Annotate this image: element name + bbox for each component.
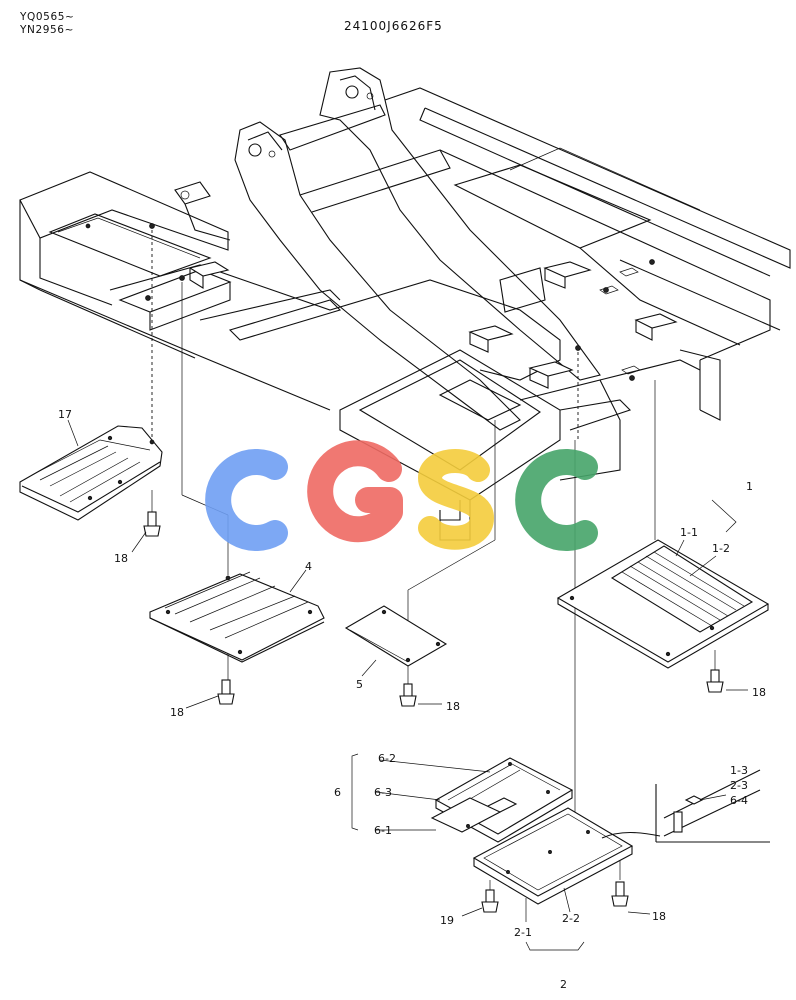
callout-2-2: 2-2 [562,912,580,925]
callout-2-3: 2-3 [730,779,748,792]
part-1-cover-assembly [556,539,770,669]
part-6-plate-assembly [430,757,574,843]
callout-4: 4 [305,560,312,573]
part-17-cover-plate [19,425,163,521]
callout-17: 17 [58,408,72,421]
serial-range-line1: YQ0565~ [19,11,74,23]
callout-6-3: 6-3 [374,786,392,799]
assembly-leader-lines [151,230,716,895]
callout-leaders [67,419,748,951]
callout-6-1: 6-1 [374,824,392,837]
watermark-letter-c1 [205,449,288,551]
bolt-icon [217,679,235,705]
watermark-letter-s [417,449,495,550]
watermark-letter-g [307,440,403,543]
callout-18-bottom: 18 [652,910,666,923]
callout-18-left: 18 [114,552,128,565]
callout-1: 1 [746,480,753,493]
callout-2-1: 2-1 [514,926,532,939]
callout-18-right: 18 [752,686,766,699]
bolt-icon [706,669,724,693]
callout-1-3: 1-3 [730,764,748,777]
callout-2: 2 [560,978,567,991]
bolt-icon [399,683,417,707]
bolt-icon [611,881,629,907]
callout-5: 5 [356,678,363,691]
bolt-icon [143,511,161,537]
callout-19: 19 [440,914,454,927]
callout-6: 6 [334,786,341,799]
part-4-cover-plate [149,571,325,663]
callout-6-2: 6-2 [378,752,396,765]
watermark-letter-c2 [515,449,598,551]
serial-range-line2: YN2956~ [19,24,74,36]
part-2-plate-assembly [472,807,661,905]
callout-1-1: 1-1 [680,526,698,539]
callout-6-4: 6-4 [730,794,748,807]
callout-1-2: 1-2 [712,542,730,555]
fastener-detail-inset [655,769,770,843]
callout-labels: 17 18 4 18 5 18 1 1-1 1-2 18 6 6-2 6-3 6… [58,408,766,991]
part-5-plate [344,605,448,667]
callout-18-center: 18 [170,706,184,719]
callout-18-mid: 18 [446,700,460,713]
drawing-number: 24100J6626F5 [344,19,443,33]
watermark-logo [205,440,598,551]
bolt-icon [481,889,499,913]
